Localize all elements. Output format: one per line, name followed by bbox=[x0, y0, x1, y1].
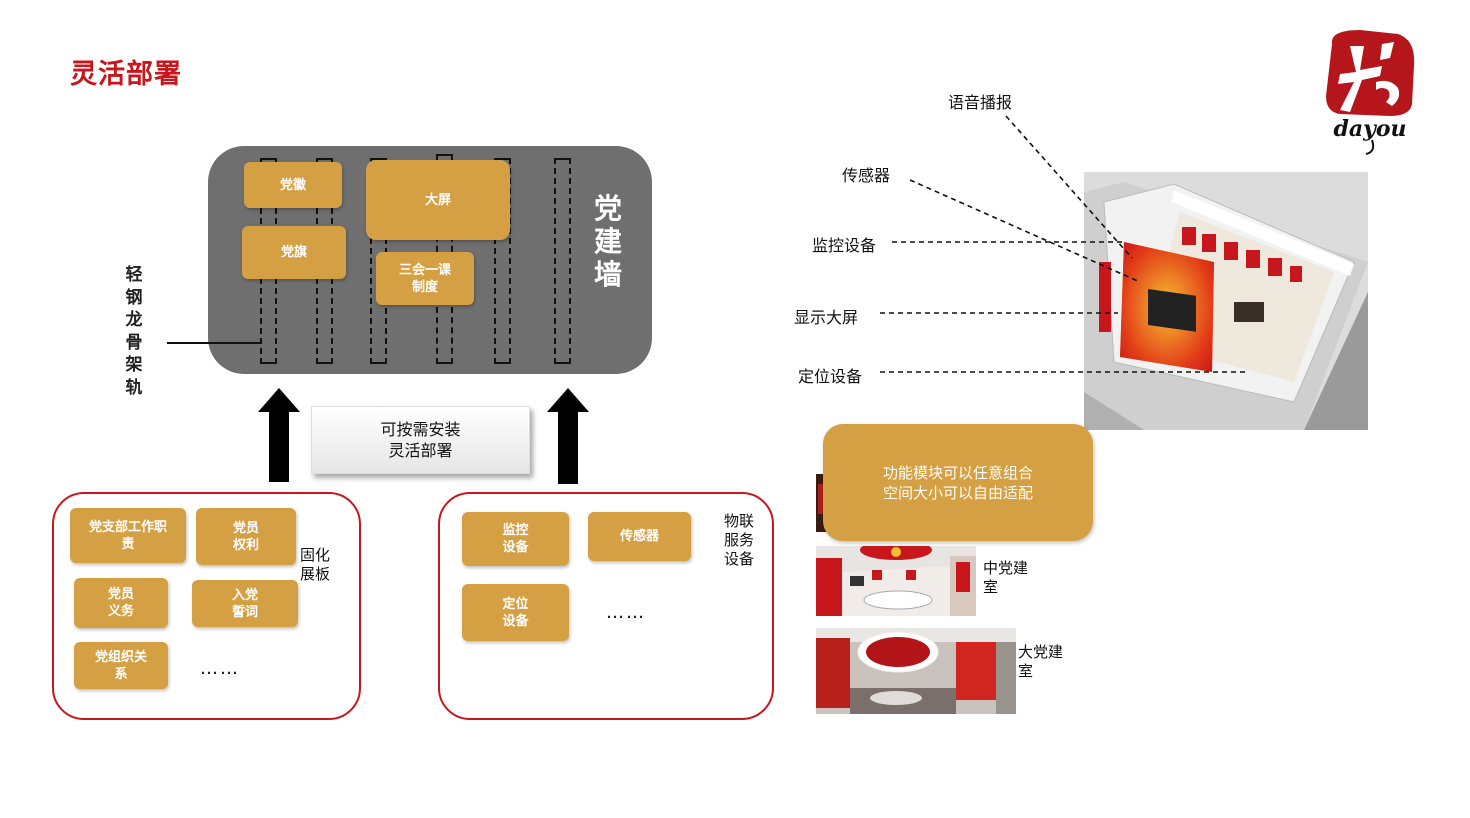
large-room-thumbnail bbox=[816, 628, 1016, 714]
medium-room-label: 中党建 室 bbox=[983, 559, 1029, 596]
page-title: 灵活部署 bbox=[70, 59, 182, 90]
steel-rail bbox=[494, 158, 511, 364]
more-ellipsis: …… bbox=[200, 658, 240, 679]
up-arrow-left bbox=[258, 388, 300, 482]
panel-org-relations: 党组织关 系 bbox=[74, 642, 168, 689]
panel-duties: 党支部工作职 责 bbox=[70, 508, 186, 563]
up-arrow-right bbox=[547, 388, 589, 484]
annotation-screen: 显示大屏 bbox=[794, 308, 859, 327]
annotation-monitor: 监控设备 bbox=[812, 236, 877, 255]
rail-pointer-line bbox=[167, 342, 261, 344]
more-ellipsis: …… bbox=[606, 602, 646, 623]
iot-device-group: 监控 设备 传感器 定位 设备 …… 物联 服务 设备 bbox=[438, 492, 774, 720]
medium-room-thumbnail bbox=[816, 546, 976, 616]
annotation-locator: 定位设备 bbox=[798, 367, 863, 386]
device-sensor: 传感器 bbox=[588, 512, 691, 561]
wall-title: 党 建 墙 bbox=[593, 192, 622, 291]
fixed-panel-group: 党支部工作职 责 党员 权利 党员 义务 入党 誓词 党组织关 系 …… 固化 … bbox=[52, 492, 361, 720]
module-meeting-system: 三会一课 制度 bbox=[376, 252, 474, 305]
feature-note: 功能模块可以任意组合 空间大小可以自由适配 bbox=[823, 424, 1093, 541]
logo-text: dayou bbox=[1333, 116, 1406, 142]
panel-member-rights: 党员 权利 bbox=[196, 508, 296, 565]
panel-member-duties: 党员 义务 bbox=[74, 578, 168, 628]
rail-label: 轻 钢 龙 骨 架 轨 bbox=[125, 265, 143, 398]
module-big-screen: 大屏 bbox=[366, 160, 510, 240]
annotation-voice: 语音播报 bbox=[948, 93, 1013, 112]
party-building-wall: 党徽 党旗 大屏 三会一课 制度 bbox=[208, 146, 652, 374]
device-monitor: 监控 设备 bbox=[462, 512, 569, 566]
module-party-badge: 党徽 bbox=[244, 162, 342, 208]
install-callout: 可按需安装 灵活部署 bbox=[311, 406, 530, 474]
annotation-sensor: 传感器 bbox=[842, 166, 891, 185]
device-locator: 定位 设备 bbox=[462, 584, 569, 641]
dayou-logo: dayou bbox=[1326, 30, 1415, 155]
panel-oath: 入党 誓词 bbox=[192, 580, 298, 627]
room-render-image bbox=[1084, 172, 1368, 430]
iot-label: 物联 服务 设备 bbox=[724, 512, 755, 568]
steel-rail bbox=[554, 158, 571, 364]
large-room-label: 大党建 室 bbox=[1018, 643, 1064, 680]
fixed-panel-label: 固化 展板 bbox=[300, 546, 331, 583]
module-party-flag: 党旗 bbox=[242, 226, 346, 279]
